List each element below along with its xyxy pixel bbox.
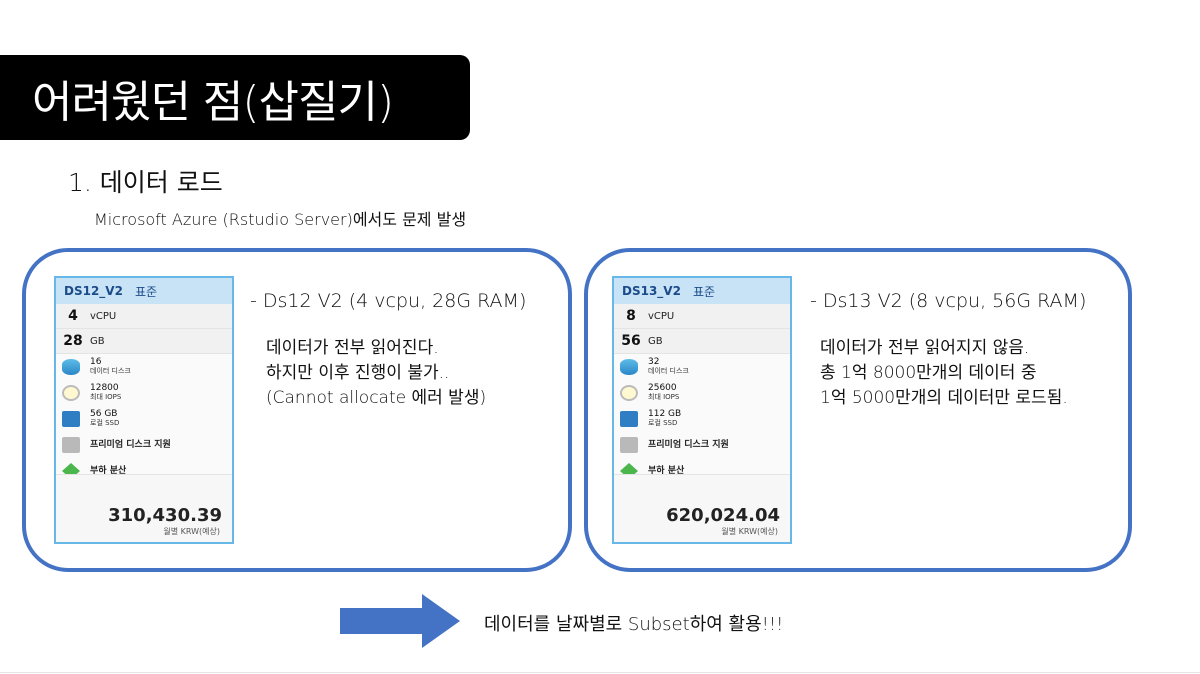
ssd-icon [62,411,80,427]
description-line: 데이터가 전부 읽어지지 않음. [820,338,1030,358]
premium-disk-icon [620,437,638,453]
iops-value: 12800 [90,383,119,393]
vm-card-ds13: DS13_V2 표준 8 vCPU 56 GB 32 데이터 디스크 25600… [584,248,1132,572]
premium-disk-label: 프리미엄 디스크 지원 [648,439,729,450]
load-balancing-label: 부하 분산 [648,465,685,476]
data-disks-value: 32 [648,357,660,367]
bottom-divider [0,672,1200,673]
spec-title: - Ds13 V2 (8 vcpu, 56G RAM) [810,290,1087,312]
iops-value: 25600 [648,383,677,393]
vm-price-footer: 620,024.04 월별 KRW(예상) [614,474,790,542]
description-line: 데이터가 전부 읽어진다. [266,338,439,358]
ssd-icon [620,411,638,427]
data-disks-label: 데이터 디스크 [648,367,689,375]
vcpu-count: 4 [68,308,78,324]
spec-description: 데이터가 전부 읽어진다. 하지만 이후 진행이 불가.. (Cannot al… [266,336,486,411]
iops-label: 최대 IOPS [90,393,122,401]
right-arrow-icon [340,594,460,648]
ram-row: 56 GB [614,329,790,354]
vm-price-footer: 310,430.39 월별 KRW(예상) [56,474,232,542]
vm-card-ds12: DS12_V2 표준 4 vCPU 28 GB 16 데이터 디스크 12800… [22,248,572,572]
load-balancing-label: 부하 분산 [90,465,127,476]
section-heading: 1. 데이터 로드 [68,168,223,197]
iops-row: 12800 최대 IOPS [56,380,232,406]
description-line: 1억 5000만개의 데이터만 로드됨. [820,388,1068,408]
disk-stack-icon [62,359,80,375]
vm-price: 310,430.39 [108,505,222,526]
slide-title-bar: 어려웠던 점(삽질기) [0,55,470,140]
data-disks-row: 32 데이터 디스크 [614,354,790,380]
description-line: 총 1억 8000만개의 데이터 중 [820,363,1037,383]
vcpu-row: 4 vCPU [56,304,232,329]
ssd-row: 112 GB 로컬 SSD [614,406,790,432]
spec-description: 데이터가 전부 읽어지지 않음. 총 1억 8000만개의 데이터 중 1억 5… [820,336,1068,411]
ssd-label: 로컬 SSD [90,419,120,427]
description-line: (Cannot allocate 에러 발생) [266,388,487,408]
ram-unit: GB [648,335,663,347]
ssd-row: 56 GB 로컬 SSD [56,406,232,432]
vm-tier: 표준 [692,284,716,299]
data-disks-row: 16 데이터 디스크 [56,354,232,380]
vm-price-caption: 월별 KRW(예상) [721,527,778,536]
ssd-value: 56 GB [90,409,118,419]
spec-title: - Ds12 V2 (4 vcpu, 28G RAM) [250,290,527,312]
ssd-value: 112 GB [648,409,682,419]
section-subtitle: Microsoft Azure (Rstudio Server)에서도 문제 발… [94,210,467,229]
vm-name: DS12_V2 [64,284,123,298]
description-line: 하지만 이후 진행이 불가.. [266,363,450,383]
vm-panel-header: DS12_V2 표준 [56,278,232,304]
vm-name: DS13_V2 [622,284,681,298]
vm-size-panel: DS13_V2 표준 8 vCPU 56 GB 32 데이터 디스크 25600… [612,276,792,544]
ram-amount: 56 [621,333,641,349]
data-disks-label: 데이터 디스크 [90,367,131,375]
vm-panel-header: DS13_V2 표준 [614,278,790,304]
vm-tier: 표준 [134,284,158,299]
slide-title: 어려웠던 점(삽질기) [32,76,394,128]
data-disks-value: 16 [90,357,102,367]
iops-label: 최대 IOPS [648,393,680,401]
vm-size-panel: DS12_V2 표준 4 vCPU 28 GB 16 데이터 디스크 12800… [54,276,234,544]
iops-row: 25600 최대 IOPS [614,380,790,406]
vm-price-caption: 월별 KRW(예상) [163,527,220,536]
premium-disk-label: 프리미엄 디스크 지원 [90,439,171,450]
vcpu-unit: vCPU [90,310,117,322]
premium-disk-row: 프리미엄 디스크 지원 [56,432,232,458]
conclusion-text: 데이터를 날짜별로 Subset하여 활용!!! [484,614,784,635]
vm-price: 620,024.04 [666,505,780,526]
ssd-label: 로컬 SSD [648,419,678,427]
ram-row: 28 GB [56,329,232,354]
ram-unit: GB [90,335,105,347]
vcpu-count: 8 [626,308,636,324]
ram-amount: 28 [63,333,83,349]
disk-stack-icon [620,359,638,375]
vcpu-row: 8 vCPU [614,304,790,329]
vcpu-unit: vCPU [648,310,675,322]
gauge-icon [620,385,638,401]
premium-disk-row: 프리미엄 디스크 지원 [614,432,790,458]
premium-disk-icon [62,437,80,453]
gauge-icon [62,385,80,401]
